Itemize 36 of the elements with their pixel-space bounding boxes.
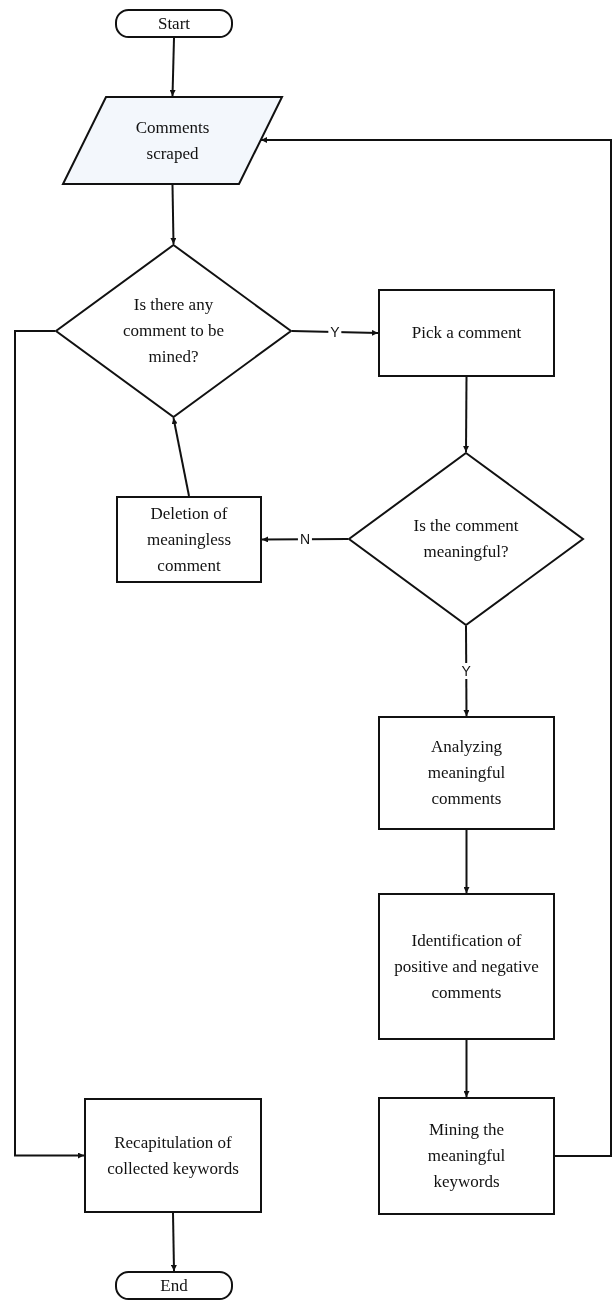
node-text: Start xyxy=(157,12,191,35)
process-box xyxy=(378,893,555,1040)
arrow xyxy=(14,330,85,1159)
arrow xyxy=(170,184,177,245)
arrow xyxy=(291,329,379,336)
decision-diamond xyxy=(55,244,292,418)
input-parallelogram xyxy=(62,96,283,185)
process-box xyxy=(378,716,555,830)
arrow xyxy=(261,536,349,543)
edge-label: Y xyxy=(459,663,473,679)
arrow xyxy=(463,829,470,894)
arrow xyxy=(463,1039,470,1098)
node-text: Analyzing meaningful comments xyxy=(426,736,507,810)
node-text: Pick a comment xyxy=(411,322,522,344)
node-text: Is there any comment to be mined? xyxy=(122,294,225,368)
decision-diamond xyxy=(348,452,584,626)
process-box xyxy=(84,1098,262,1213)
node-text: Mining the meaningful keywords xyxy=(426,1119,507,1193)
node-text: End xyxy=(160,1274,188,1297)
arrow xyxy=(463,376,470,453)
node-text: Deletion of meaningless comment xyxy=(145,502,232,577)
arrow xyxy=(169,37,176,97)
arrow xyxy=(463,625,470,717)
end-terminal xyxy=(115,1271,233,1300)
node-text: Is the comment meaningful? xyxy=(412,515,520,563)
arrow xyxy=(260,137,612,1157)
node-text: Identification of positive and negative comments xyxy=(394,929,539,1004)
process-box xyxy=(116,496,262,583)
start-terminal xyxy=(115,9,233,38)
process-box xyxy=(378,1097,555,1215)
process-box xyxy=(378,289,555,377)
node-text: Comments scraped xyxy=(134,116,211,165)
node-text: Recapitulation of collected keywords xyxy=(106,1131,240,1180)
arrow xyxy=(171,417,190,497)
arrow xyxy=(170,1212,177,1272)
edge-label: Y xyxy=(328,324,342,340)
